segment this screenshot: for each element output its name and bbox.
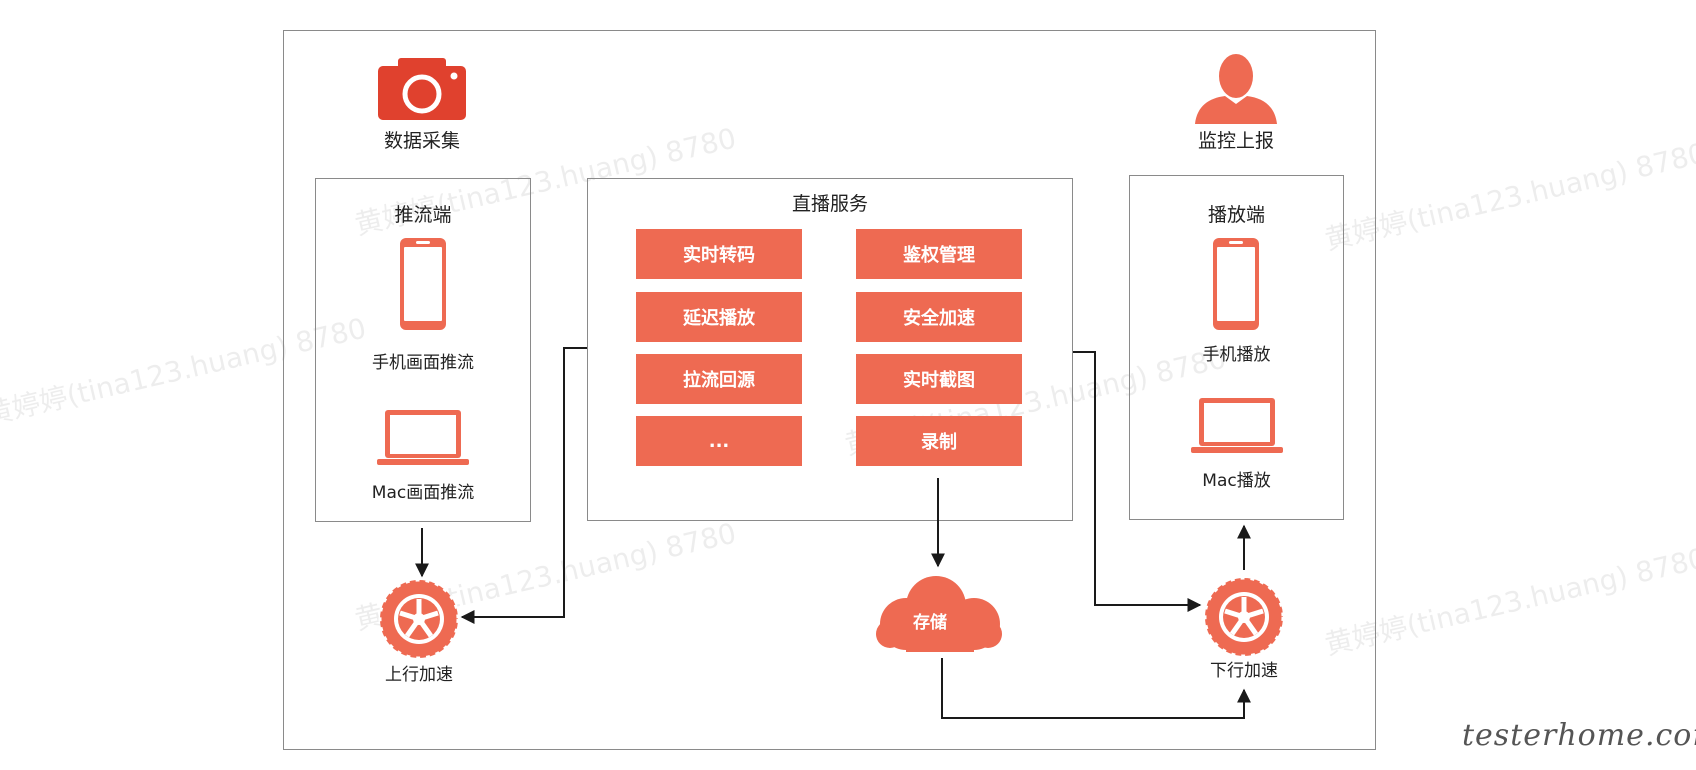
smartphone-icon [1213,238,1259,334]
storage-label: 存储 [913,613,947,633]
smartphone-icon [400,238,446,334]
push-side-title: 推流端 [394,204,452,226]
camera-icon [378,58,466,124]
play-side-title: 播放端 [1207,204,1265,226]
service-tile: ... [636,416,802,466]
tire-wheel-icon [1203,576,1285,662]
monitoring-title: 监控上报 [1197,130,1274,152]
live-service-title: 直播服务 [791,193,868,215]
push-side-panel [315,178,531,522]
service-tile: 实时转码 [636,229,802,279]
service-tile: 实时截图 [856,354,1022,404]
arrow-storage-to-download [941,658,1251,719]
tire-wheel-icon [378,578,460,664]
service-tile: 拉流回源 [636,354,802,404]
download-accel-label: 下行加速 [1210,661,1278,681]
push-mobile-label: 手机画面推流 [372,353,474,373]
play-mobile-label: 手机播放 [1202,345,1271,365]
cloud-icon [876,572,1002,656]
brand-logo-text: testerhome.com [1462,718,1696,753]
collection-title: 数据采集 [383,130,460,152]
arrow-service-to-download [1073,351,1202,612]
play-side-panel [1129,175,1344,520]
outer-frame [283,30,1376,750]
service-tile: 安全加速 [856,292,1022,342]
service-tile: 延迟播放 [636,292,802,342]
laptop-icon [377,410,469,470]
user-silhouette-icon [1195,52,1277,128]
live-service-panel [587,178,1073,521]
laptop-icon [1191,398,1283,458]
service-tile: 鉴权管理 [856,229,1022,279]
service-tile: 录制 [856,416,1022,466]
play-mac-label: Mac播放 [1202,471,1271,491]
upload-accel-label: 上行加速 [385,665,453,685]
push-mac-label: Mac画面推流 [371,483,475,503]
arrow-service-to-upload [460,347,587,624]
